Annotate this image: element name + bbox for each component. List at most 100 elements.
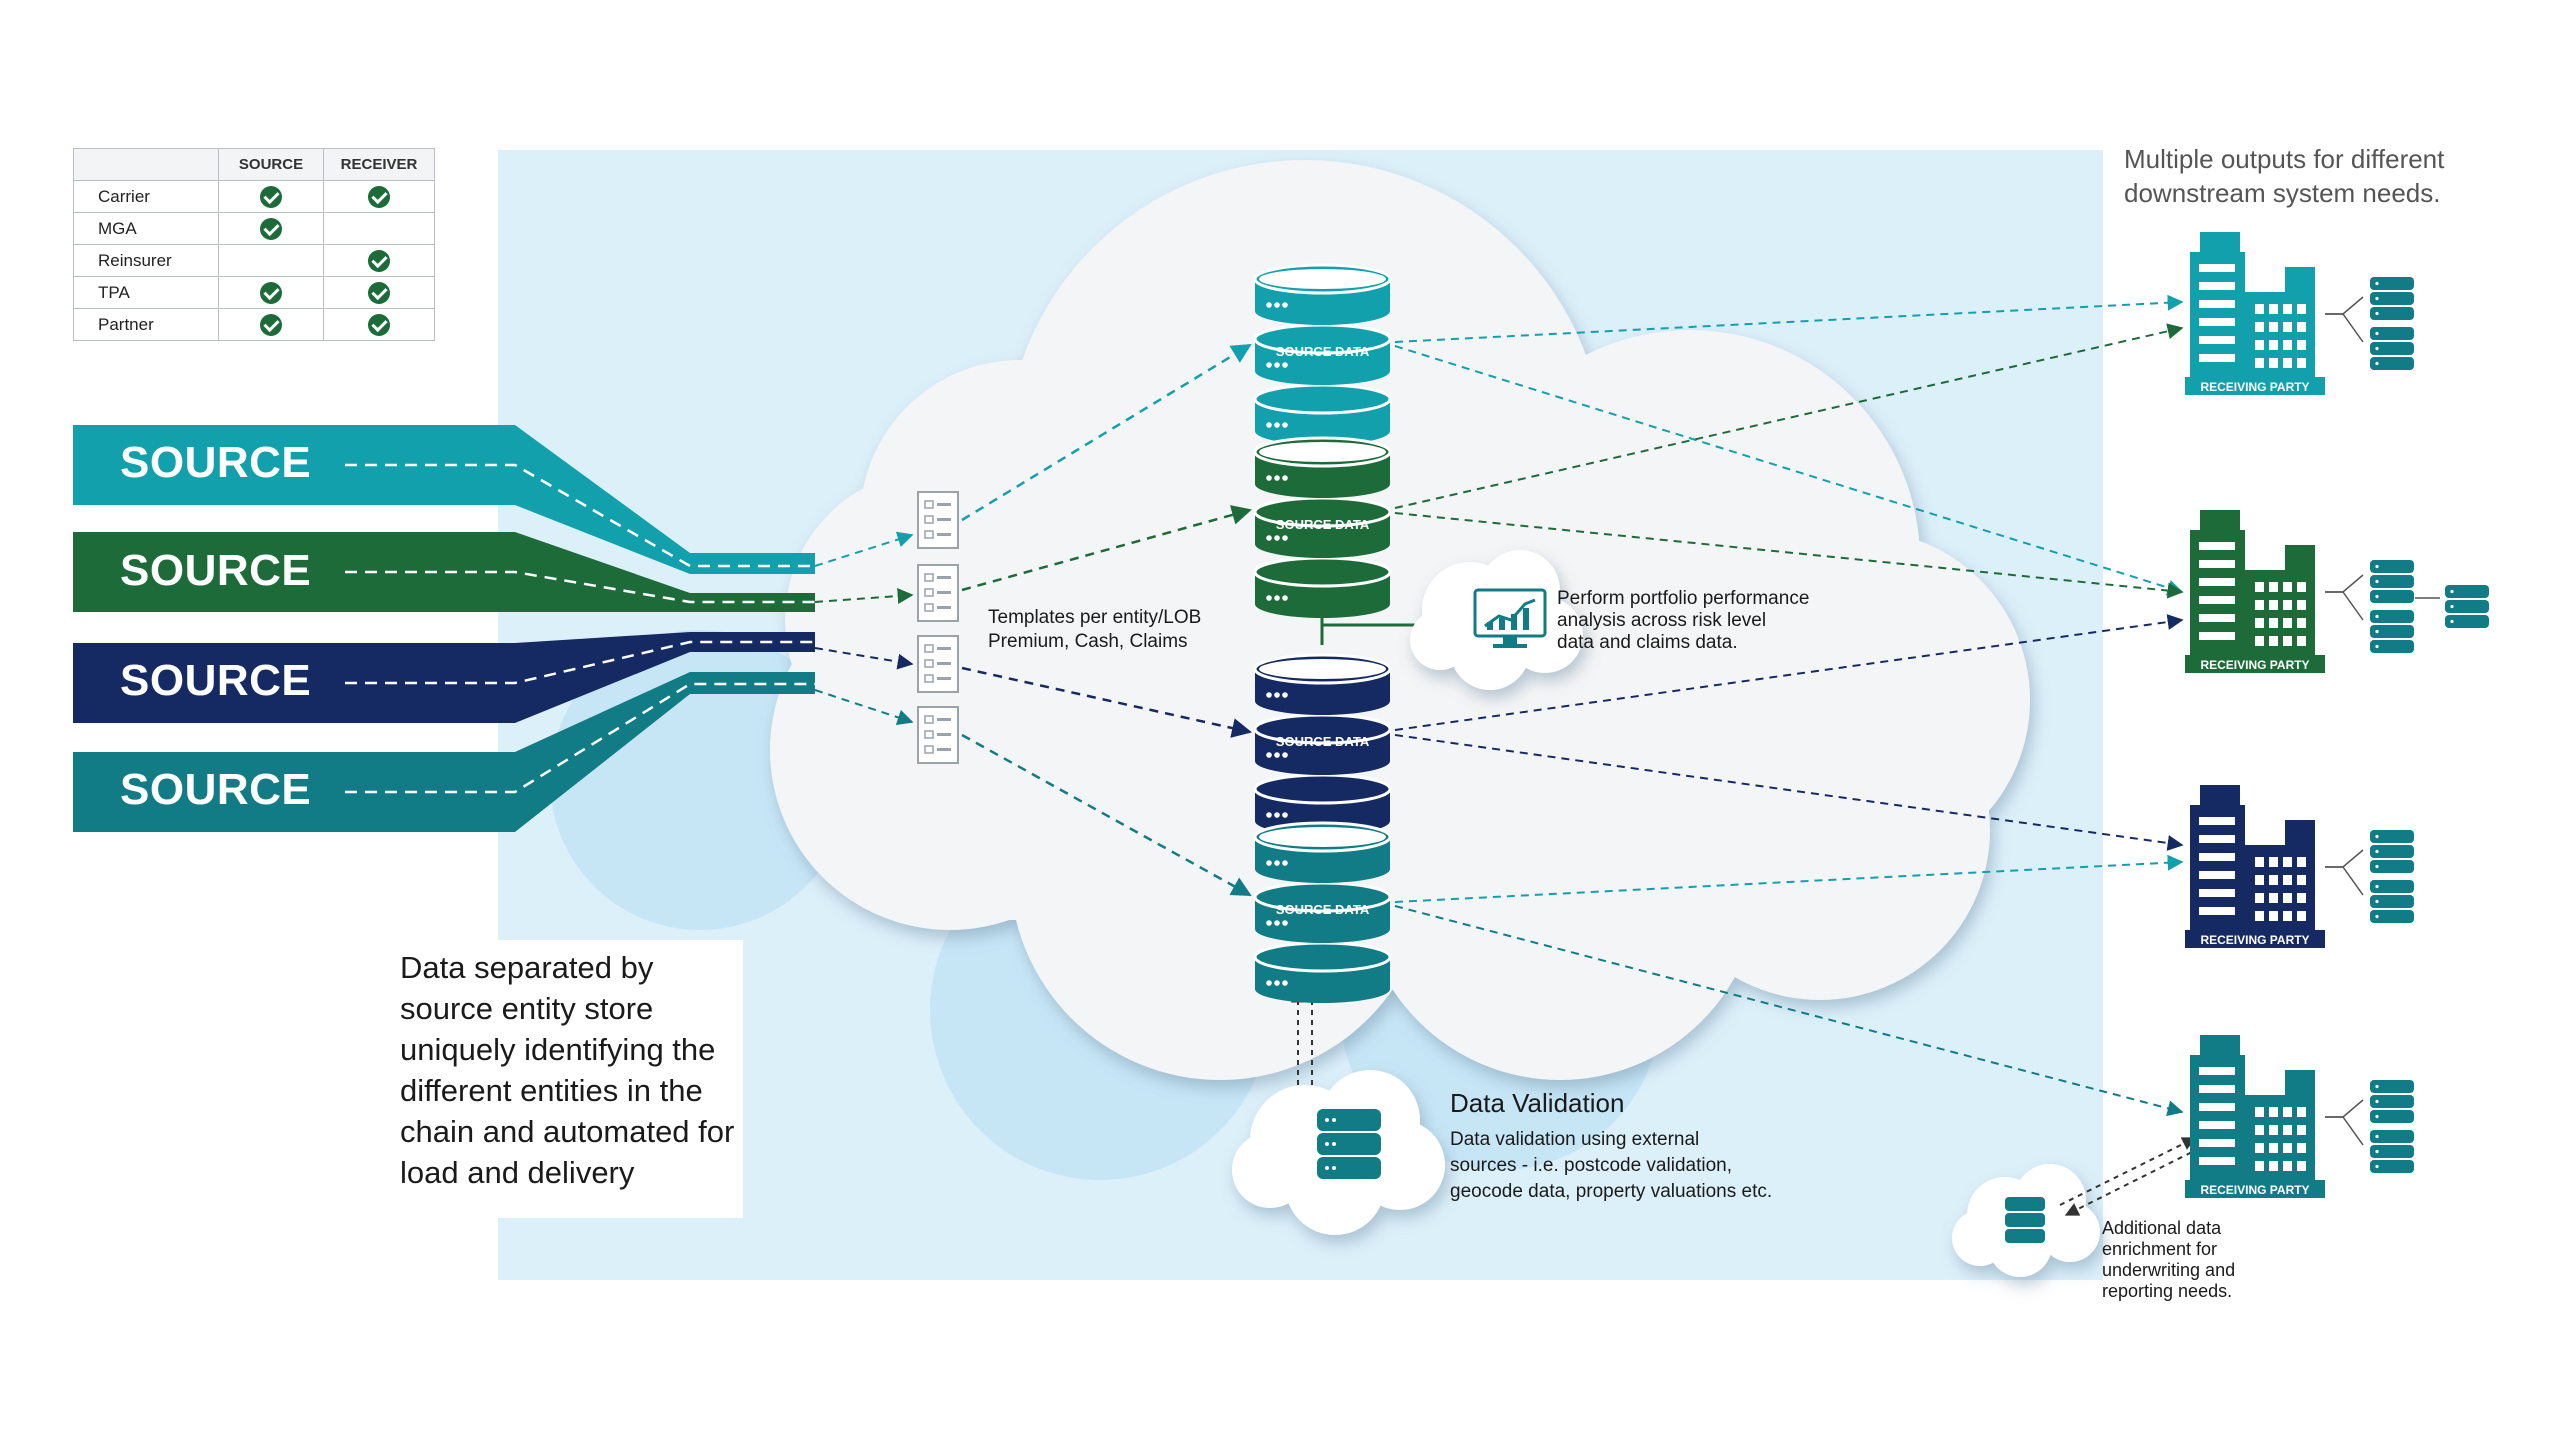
template-icons (917, 491, 959, 764)
role-entity-name: MGA (73, 212, 219, 245)
template-to-db-arrows (961, 343, 1252, 897)
left-description-line: chain and automated for (400, 1114, 735, 1149)
data-validation-line2: sources - i.e. postcode validation, (1450, 1155, 1732, 1176)
source-label-4: SOURCE (120, 765, 312, 814)
data-validation-line3: geocode data, property valuations etc. (1450, 1181, 1773, 1202)
receiving-party: RECEIVING PARTY (2185, 1035, 2414, 1198)
role-source-cell (218, 244, 324, 277)
role-source-cell (218, 276, 324, 309)
validation-db-icon (1317, 1109, 1381, 1179)
enrichment-db-icon (2005, 1197, 2045, 1243)
role-entity-name: TPA (73, 276, 219, 309)
output-database-icon (2370, 277, 2414, 320)
db-to-receiver-arrows (1394, 294, 2184, 1117)
data-validation-line1: Data validation using external (1450, 1129, 1700, 1150)
receiving-party: RECEIVING PARTY (2185, 510, 2489, 673)
database-label: SOURCE DATA (1276, 344, 1370, 359)
left-description: Data separated by source entity store uniq… (400, 947, 734, 1193)
receiving-parties: RECEIVING PARTY RECEIVING PARTY RECEIVING … (2185, 232, 2489, 1198)
source-label-2: SOURCE (120, 546, 312, 595)
role-receiver-cell (323, 244, 435, 277)
enrichment-note-line: Additional data (2102, 1218, 2222, 1238)
check-icon (368, 185, 390, 208)
output-database-icon (2370, 1130, 2414, 1173)
source-dashes (345, 463, 815, 794)
left-description-line: uniquely identifying the (400, 1032, 716, 1067)
output-database-icon (2370, 560, 2414, 603)
portfolio-note-line1: Perform portfolio performance (1557, 588, 1810, 609)
role-receiver-cell (323, 212, 435, 245)
role-table-row: MGA (73, 212, 435, 245)
check-icon (368, 281, 390, 304)
outputs-note-line2: downstream system needs. (2124, 178, 2441, 208)
output-database-icon (2370, 327, 2414, 370)
check-icon (260, 313, 282, 336)
role-source-cell (218, 212, 324, 245)
outputs-note: Multiple outputs for different downstrea… (2124, 142, 2444, 210)
receiving-party: RECEIVING PARTY (2185, 232, 2414, 395)
output-database-icon (2370, 610, 2414, 653)
source-funnel (73, 425, 815, 832)
funnel-to-template-arrows (814, 531, 914, 726)
enrichment-note-line: reporting needs. (2102, 1281, 2233, 1301)
database-label: SOURCE DATA (1276, 517, 1370, 532)
role-table-row: Reinsurer (73, 244, 435, 277)
role-entity-name: Reinsurer (73, 244, 219, 277)
receiving-party-label: RECEIVING PARTY (2200, 380, 2309, 394)
role-receiver-cell (323, 308, 435, 341)
role-table-row: Partner (73, 308, 435, 341)
role-source-cell (218, 308, 324, 341)
monitor-chart-icon (1473, 588, 1547, 648)
source-database: SOURCE DATA (1253, 653, 1392, 835)
output-database-icon (2370, 1080, 2414, 1123)
source-database: SOURCE DATA (1253, 821, 1392, 1003)
output-database-icon (2445, 585, 2489, 628)
left-description-line: load and delivery (400, 1155, 635, 1190)
enrichment-note-line: enrichment for (2102, 1239, 2218, 1259)
role-entity-name: Partner (73, 308, 219, 341)
check-icon (368, 313, 390, 336)
validation-cloud (1232, 1070, 1445, 1235)
source-label-3: SOURCE (120, 656, 312, 705)
role-table-header-row: SOURCE RECEIVER (73, 148, 435, 181)
output-database-icon (2370, 830, 2414, 873)
check-icon (260, 185, 282, 208)
data-validation-text: Data validation using external sources -… (1450, 1127, 1772, 1205)
left-description-line: Data separated by (400, 950, 654, 985)
source-database: SOURCE DATA (1253, 263, 1392, 445)
templates-label: Templates per entity/LOB Premium, Cash, … (988, 606, 1201, 654)
check-icon (260, 217, 282, 240)
role-table-row: TPA (73, 276, 435, 309)
output-database-icon (2370, 880, 2414, 923)
receiving-party-label: RECEIVING PARTY (2200, 1183, 2309, 1197)
receiving-party-label: RECEIVING PARTY (2200, 658, 2309, 672)
outputs-note-line1: Multiple outputs for different (2124, 144, 2445, 174)
role-receiver-cell (323, 276, 435, 309)
check-icon (368, 249, 390, 272)
role-table-header-source: SOURCE (218, 148, 324, 181)
portfolio-note: Perform portfolio performance analysis a… (1557, 588, 1809, 654)
source-label-1: SOURCE (120, 438, 312, 487)
left-description-line: source entity store (400, 991, 654, 1026)
data-validation-title: Data Validation (1450, 1088, 1625, 1118)
role-table-header-entity (73, 148, 219, 181)
templates-label-line1: Templates per entity/LOB (988, 607, 1202, 628)
left-description-line: different entities in the (400, 1073, 703, 1108)
source-database: SOURCE DATA (1253, 436, 1392, 618)
enrichment-cloud (1952, 1164, 2100, 1277)
receiving-party: RECEIVING PARTY (2185, 785, 2414, 948)
source-databases: SOURCE DATA SOURCE DATA SOURCE DATA SOURCE … (1253, 263, 1392, 1003)
check-icon (260, 281, 282, 304)
receiving-party-label: RECEIVING PARTY (2200, 933, 2309, 947)
templates-label-line2: Premium, Cash, Claims (988, 631, 1188, 652)
portfolio-note-line2: analysis across risk level (1557, 610, 1767, 631)
enrichment-note-line: underwriting and (2102, 1260, 2236, 1280)
left-description-box (380, 940, 743, 1218)
role-receiver-cell (323, 180, 435, 213)
database-label: SOURCE DATA (1276, 734, 1370, 749)
role-entity-name: Carrier (73, 180, 219, 213)
role-source-cell (218, 180, 324, 213)
